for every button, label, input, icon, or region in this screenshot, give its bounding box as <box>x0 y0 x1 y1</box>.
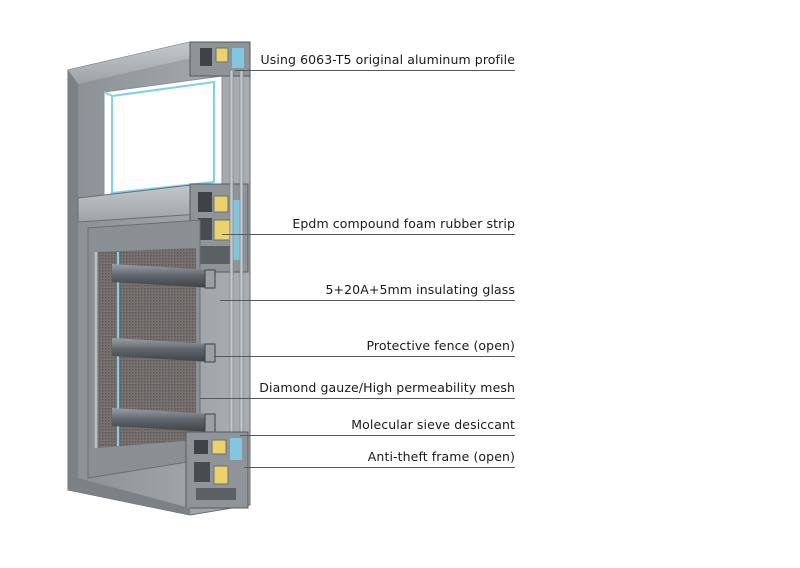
callout-label: Epdm compound foam rubber strip <box>292 216 515 231</box>
callout-label: 5+20A+5mm insulating glass <box>325 282 515 297</box>
leader-line <box>235 70 515 71</box>
callout-rubber-strip: Epdm compound foam rubber strip <box>222 216 515 235</box>
callout-desiccant: Molecular sieve desiccant <box>240 417 515 436</box>
protective-fence-bars <box>112 264 216 433</box>
leader-line <box>240 435 515 436</box>
callout-label: Using 6063-T5 original aluminum profile <box>260 52 515 67</box>
upper-glass-pane <box>103 75 223 201</box>
bottom-profile-section <box>185 431 249 509</box>
callout-anti-theft-frame: Anti-theft frame (open) <box>244 449 515 468</box>
callout-aluminum-profile: Using 6063-T5 original aluminum profile <box>235 52 515 71</box>
callout-label: Molecular sieve desiccant <box>351 417 515 432</box>
callout-label: Diamond gauze/High permeability mesh <box>259 380 515 395</box>
leader-line <box>200 398 515 399</box>
top-profile-section <box>189 41 251 77</box>
leader-line <box>222 234 515 235</box>
leader-line <box>214 356 515 357</box>
callout-insulating-glass: 5+20A+5mm insulating glass <box>220 282 515 301</box>
callout-label: Protective fence (open) <box>366 338 515 353</box>
callout-diamond-gauze: Diamond gauze/High permeability mesh <box>200 380 515 399</box>
leader-line <box>220 300 515 301</box>
bottom-frame-edge <box>68 478 190 515</box>
leader-line <box>244 467 515 468</box>
callout-label: Anti-theft frame (open) <box>367 449 515 464</box>
mullion-profile <box>77 183 249 273</box>
callout-protective-fence: Protective fence (open) <box>214 338 515 357</box>
